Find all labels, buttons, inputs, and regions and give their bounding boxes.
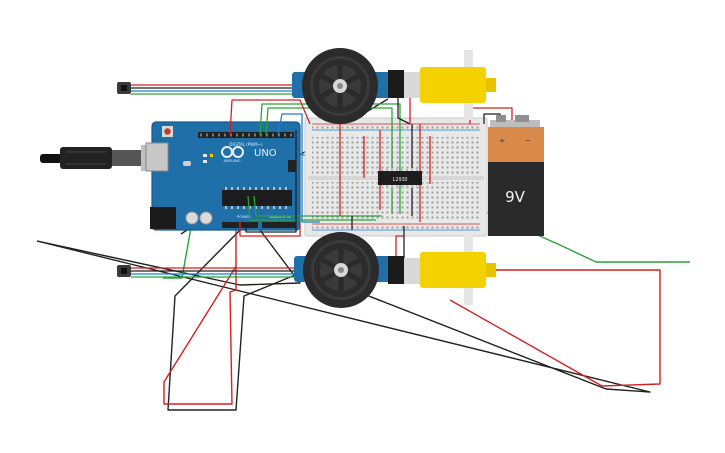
battery-minus-label: − — [525, 137, 531, 145]
capacitor-2 — [199, 211, 213, 225]
power-label: POWER — [237, 214, 251, 219]
capacitor-1 — [185, 211, 199, 225]
wire-black-diagonal[interactable] — [36, 229, 301, 286]
wire-red-long[interactable] — [163, 222, 237, 405]
dc-power-jack — [150, 207, 176, 229]
ir-sensor-bottom[interactable] — [117, 265, 131, 277]
bottom-wheel[interactable] — [303, 232, 379, 308]
ir-sensor-top[interactable] — [117, 82, 131, 94]
digital-header — [198, 132, 294, 138]
digital-label: DIGITAL (PWM~) — [229, 142, 263, 147]
wire-red-right-loop[interactable] — [398, 269, 661, 387]
icsp-header — [288, 160, 296, 172]
digital-header-pins — [200, 133, 292, 137]
ic-label: L293D — [392, 177, 407, 183]
l293d-motor-driver-ic[interactable]: L293D — [378, 168, 422, 188]
battery-9v[interactable]: + − 9V — [488, 115, 544, 236]
sensor-wires — [131, 84, 300, 278]
breadboard-rail-holes-bottom — [312, 225, 480, 230]
top-wheel[interactable] — [302, 48, 378, 124]
bottom-motor-assembly[interactable] — [294, 232, 496, 308]
breadboard-rail-holes-top — [312, 125, 480, 130]
battery-voltage-label: 9V — [505, 188, 526, 206]
atmega-chip — [222, 190, 292, 206]
top-motor-assembly[interactable] — [292, 48, 496, 124]
battery-plus-label: + — [499, 137, 505, 145]
arduino-model-label: UNO — [254, 148, 277, 159]
status-leds — [203, 154, 213, 163]
bottom-gear-motor[interactable] — [388, 235, 496, 305]
battery-terminal-minus[interactable] — [515, 115, 529, 122]
atmega-pins — [225, 187, 287, 209]
top-gear-motor[interactable] — [388, 50, 496, 120]
arduino-logo-icon — [221, 146, 244, 158]
usb-port — [145, 142, 169, 172]
battery-terminal-plus[interactable] — [496, 115, 506, 122]
arduino-brand-label: ARDUINO — [224, 159, 241, 163]
arduino-uno-board[interactable]: DIGITAL (PWM~) UNO ARDUINO — [145, 121, 301, 231]
usb-cable — [40, 145, 155, 171]
analog-header — [262, 222, 296, 228]
crystal — [183, 161, 191, 166]
wire-black-long-left[interactable] — [36, 225, 651, 411]
